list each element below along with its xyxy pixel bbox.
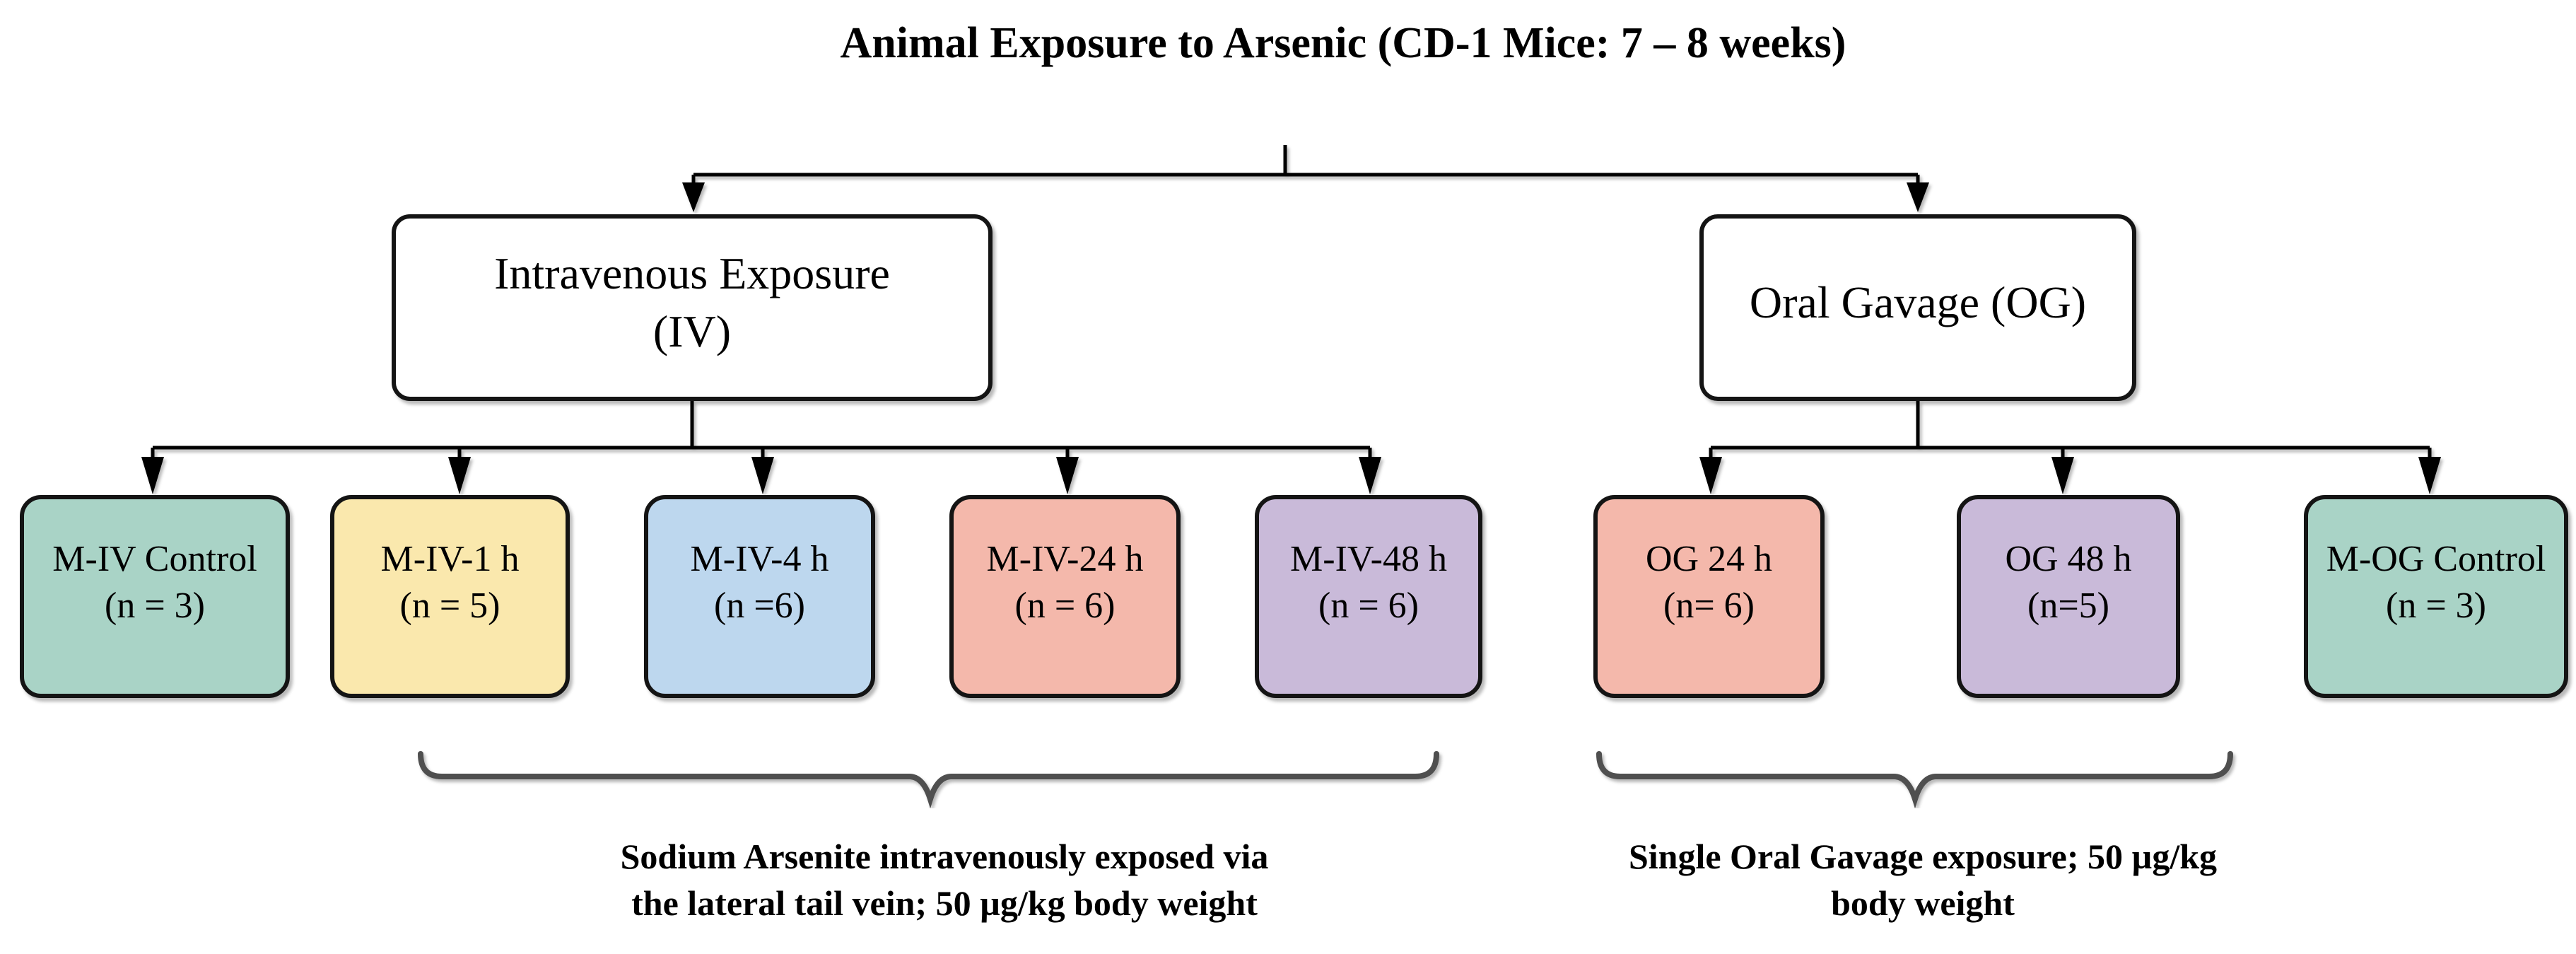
group-box-m-iv-24h: M-IV-24 h (n = 6) bbox=[949, 495, 1181, 698]
group-box-og-24h: OG 24 h (n= 6) bbox=[1593, 495, 1825, 698]
group-box-m-iv-48h: M-IV-48 h (n = 6) bbox=[1255, 495, 1482, 698]
group-box-m-iv-4h: M-IV-4 h (n =6) bbox=[644, 495, 875, 698]
caption-iv-line2: the lateral tail vein; 50 µg/kg body wei… bbox=[631, 883, 1258, 923]
arrowhead-icon bbox=[448, 457, 471, 494]
arrowhead-icon bbox=[682, 182, 705, 212]
group-n: (n = 6) bbox=[1318, 585, 1419, 626]
group-label: M-IV-4 h bbox=[690, 538, 829, 579]
connector-iv-fan bbox=[141, 401, 1381, 494]
branch-iv-label-line2: (IV) bbox=[652, 306, 732, 356]
arrowhead-icon bbox=[751, 457, 774, 494]
group-n: (n=5) bbox=[2027, 585, 2109, 626]
braces bbox=[418, 751, 2233, 809]
connector-og-fan bbox=[1699, 401, 2441, 494]
brace-og bbox=[1596, 751, 2233, 809]
page-title: Animal Exposure to Arsenic (CD-1 Mice: 7… bbox=[840, 19, 1846, 67]
arrowhead-icon bbox=[2418, 457, 2441, 494]
caption-iv-line1: Sodium Arsenite intravenously exposed vi… bbox=[620, 837, 1269, 876]
arrowhead-icon bbox=[2051, 457, 2074, 494]
group-label: M-OG Control bbox=[2326, 538, 2546, 579]
caption-og-line1: Single Oral Gavage exposure; 50 µg/kg bbox=[1628, 837, 2218, 876]
group-box-og-48h: OG 48 h (n=5) bbox=[1957, 495, 2180, 698]
group-box-m-iv-1h: M-IV-1 h (n = 5) bbox=[330, 495, 570, 698]
group-label: M-IV-24 h bbox=[986, 538, 1144, 579]
group-n: (n= 6) bbox=[1663, 585, 1755, 626]
group-box-m-iv-control: M-IV Control (n = 3) bbox=[20, 495, 290, 698]
branch-box-iv: Intravenous Exposure (IV) bbox=[392, 214, 993, 401]
arrowhead-icon bbox=[1699, 457, 1722, 494]
caption-iv: Sodium Arsenite intravenously exposed vi… bbox=[450, 833, 1439, 926]
group-n: (n = 3) bbox=[105, 585, 205, 626]
group-n: (n =6) bbox=[714, 585, 805, 626]
arrowhead-icon bbox=[1056, 457, 1079, 494]
group-label: M-IV-48 h bbox=[1290, 538, 1447, 579]
group-label: M-IV Control bbox=[52, 538, 257, 579]
branch-box-og: Oral Gavage (OG) bbox=[1699, 214, 2136, 401]
group-n: (n = 5) bbox=[399, 585, 500, 626]
branch-iv-label-line1: Intravenous Exposure bbox=[494, 248, 890, 298]
group-label: OG 48 h bbox=[2005, 538, 2132, 579]
arrowhead-icon bbox=[1907, 182, 1929, 212]
group-label: OG 24 h bbox=[1645, 538, 1773, 579]
caption-og-line2: body weight bbox=[1831, 883, 2015, 923]
brace-iv bbox=[418, 751, 1439, 809]
group-n: (n = 6) bbox=[1014, 585, 1116, 626]
group-label: M-IV-1 h bbox=[380, 538, 520, 579]
branch-og-label: Oral Gavage (OG) bbox=[1749, 277, 2087, 327]
group-box-m-og-control: M-OG Control (n = 3) bbox=[2304, 495, 2568, 698]
group-n: (n = 3) bbox=[2386, 585, 2486, 626]
arrowhead-icon bbox=[141, 457, 164, 494]
caption-og: Single Oral Gavage exposure; 50 µg/kg bo… bbox=[1428, 833, 2418, 926]
arrowhead-icon bbox=[1359, 457, 1381, 494]
connector-top bbox=[682, 145, 1929, 212]
